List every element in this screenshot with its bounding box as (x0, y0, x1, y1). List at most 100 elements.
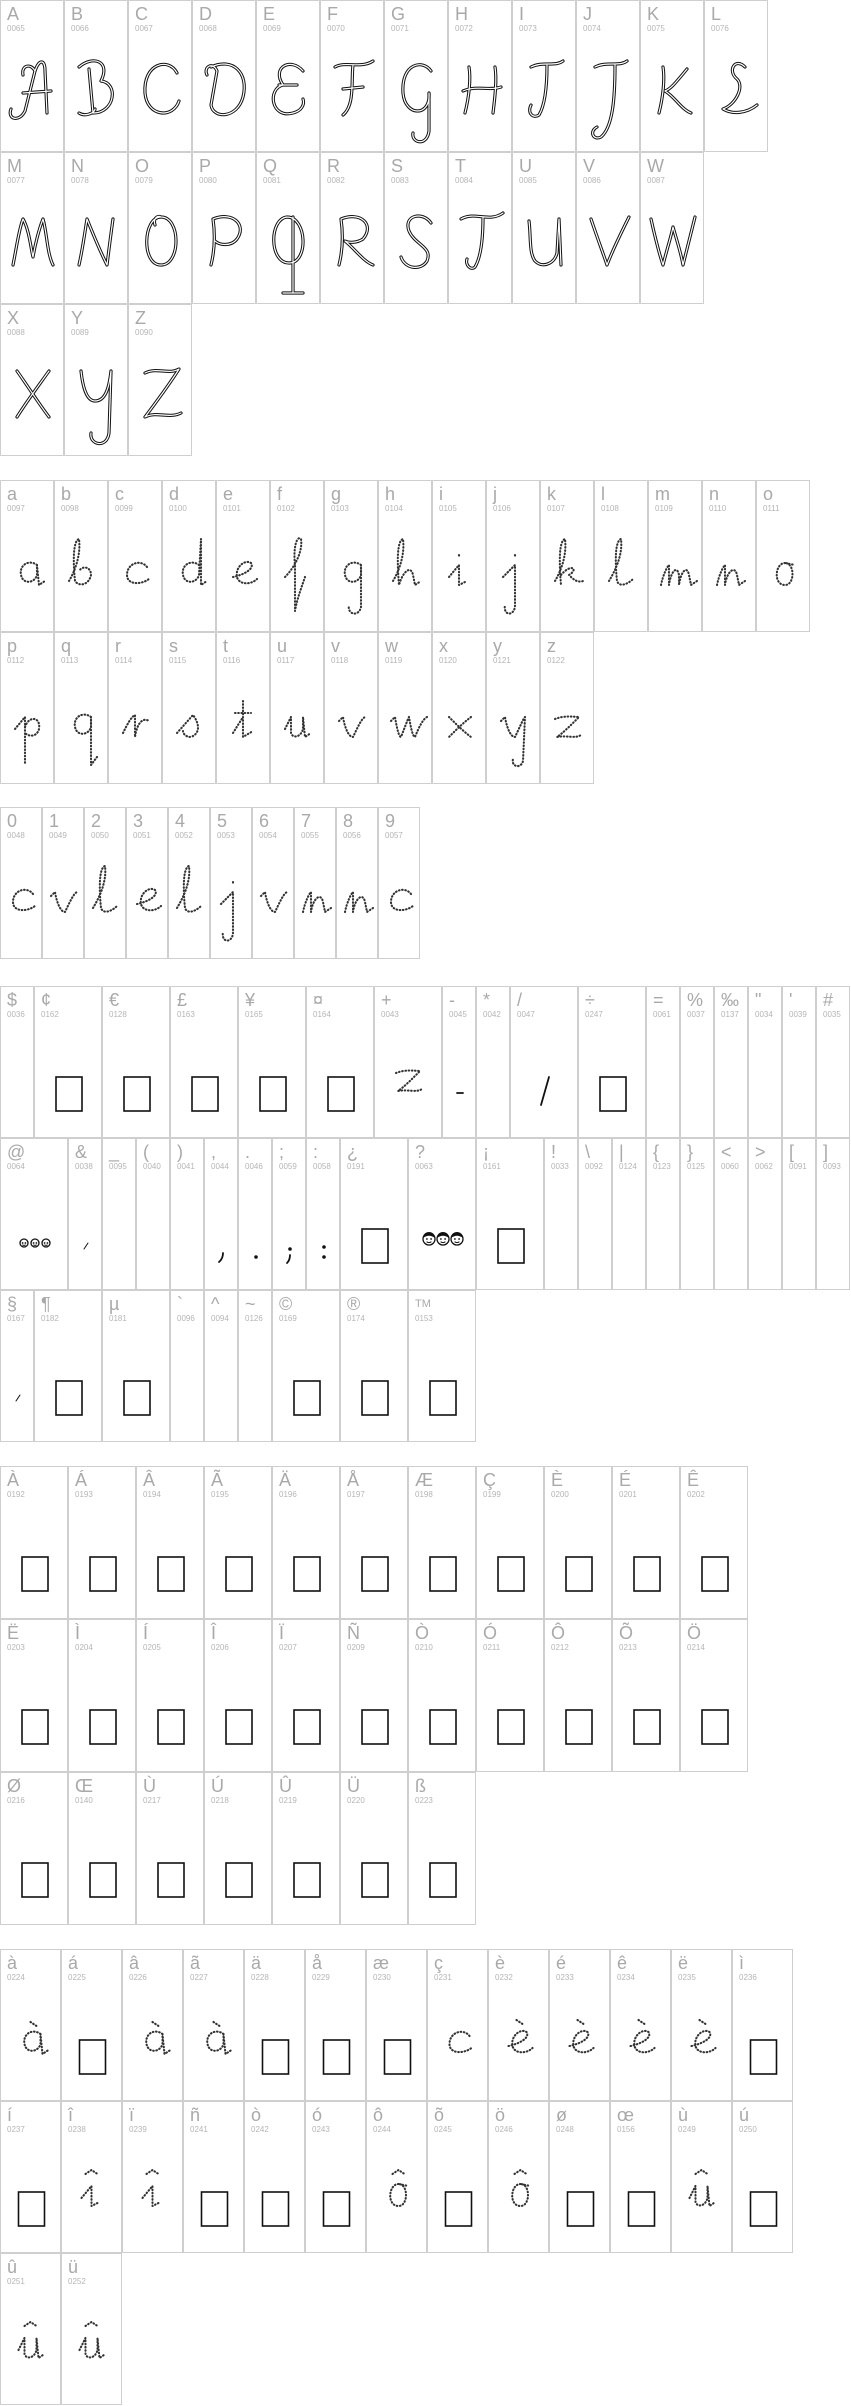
glyph-cell[interactable]: ©0169 (272, 1290, 340, 1442)
glyph-cell[interactable]: €0128 (102, 986, 170, 1138)
glyph-cell[interactable]: }0125 (680, 1138, 714, 1290)
glyph-cell[interactable]: ~0126 (238, 1290, 272, 1442)
glyph-cell[interactable]: $0036 (0, 986, 34, 1138)
glyph-cell[interactable]: %0037 (680, 986, 714, 1138)
glyph-cell[interactable]: !0033 (544, 1138, 578, 1290)
glyph-cell[interactable]: /0047 (510, 986, 578, 1138)
glyph-cell[interactable]: ÷0247 (578, 986, 646, 1138)
glyph-cell[interactable]: `0096 (170, 1290, 204, 1442)
glyph-cell[interactable]: \0092 (578, 1138, 612, 1290)
glyph-cell[interactable]: '0039 (782, 986, 816, 1138)
glyph-cell[interactable]: &0038 (68, 1138, 102, 1290)
glyph-cell[interactable]: ¶0182 (34, 1290, 102, 1442)
glyph-cell[interactable]: ¤0164 (306, 986, 374, 1138)
glyph-cell[interactable]: ?0063 (408, 1138, 476, 1290)
glyph-cell[interactable]: +0043 (374, 986, 442, 1138)
glyph-cell[interactable]: ®0174 (340, 1290, 408, 1442)
glyph-cell[interactable]: <0060 (714, 1138, 748, 1290)
glyph-cell[interactable]: :0058 (306, 1138, 340, 1290)
glyph-cell[interactable]: §0167 (0, 1290, 34, 1442)
glyph-cell[interactable]: -0045 (442, 986, 476, 1138)
glyph-cell[interactable]: ¥0165 (238, 986, 306, 1138)
glyph-cell[interactable]: >0062 (748, 1138, 782, 1290)
glyph-cell[interactable]: ¿0191 (340, 1138, 408, 1290)
glyph-cell[interactable]: _0095 (102, 1138, 136, 1290)
glyph-cell[interactable]: ‰0137 (714, 986, 748, 1138)
glyph-cell[interactable]: ,0044 (204, 1138, 238, 1290)
glyph-cell[interactable]: @0064 (0, 1138, 68, 1290)
glyph-cell[interactable]: .0046 (238, 1138, 272, 1290)
glyph-cell[interactable]: ]0093 (816, 1138, 850, 1290)
